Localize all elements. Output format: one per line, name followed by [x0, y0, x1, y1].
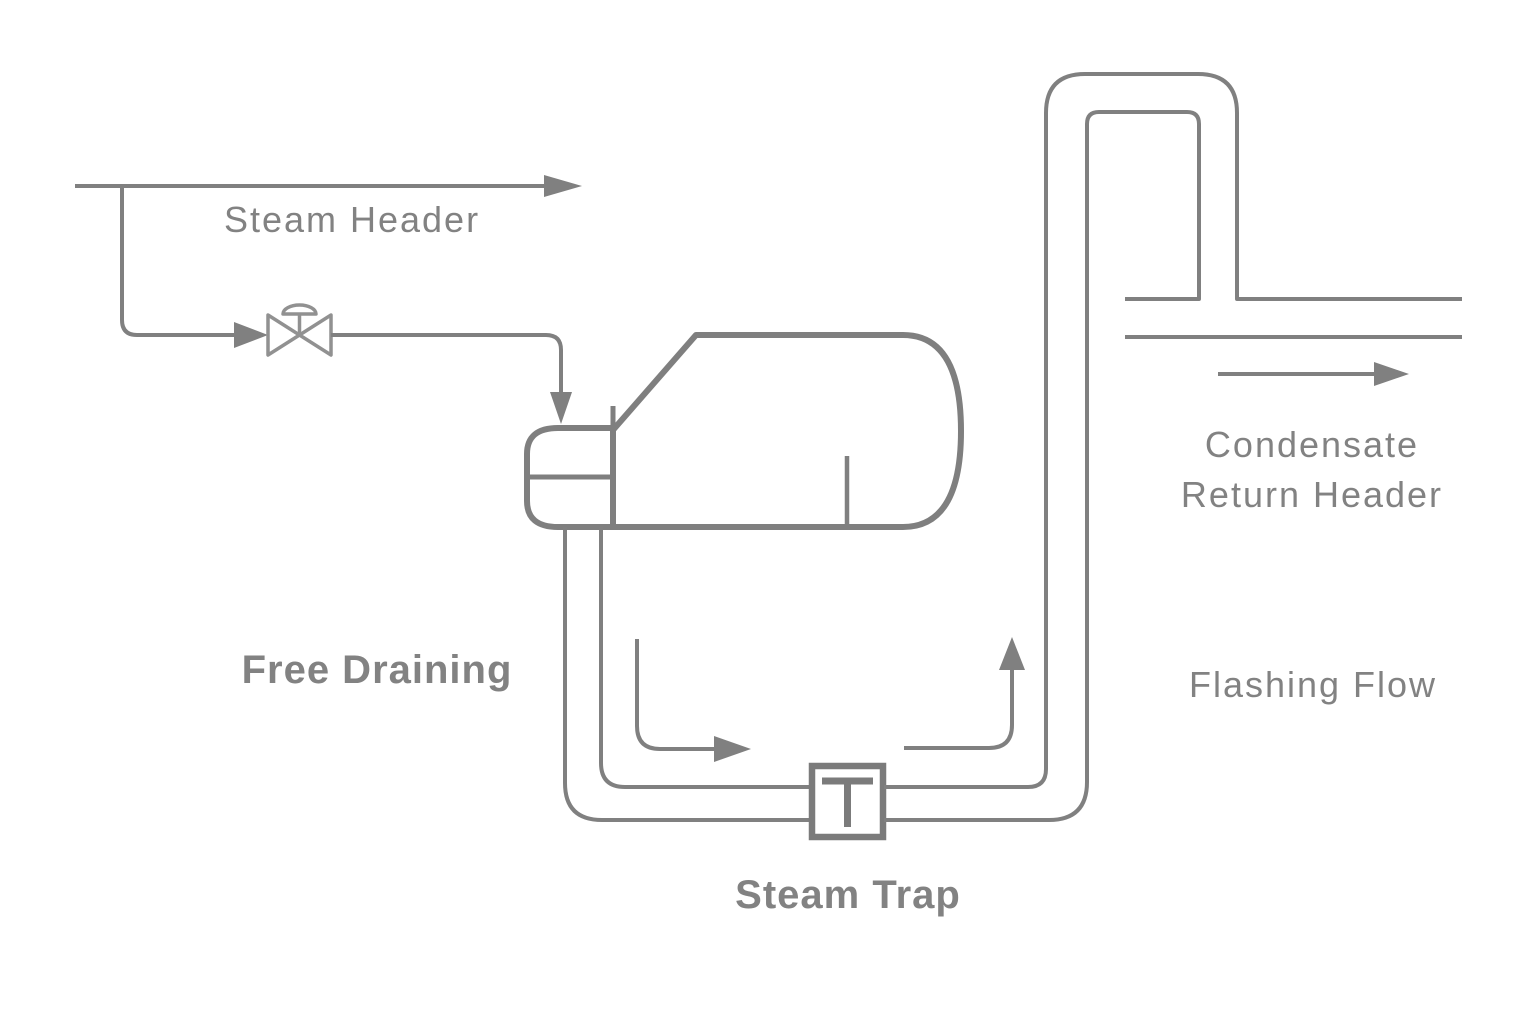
- drain-flow-arrow: [635, 639, 751, 762]
- steam-branch-pipe: [120, 188, 268, 348]
- condensate-downcomer-pipe: [563, 527, 814, 822]
- flow-arrow-right-icon: [544, 175, 582, 197]
- steam-trap-label: Steam Trap: [735, 873, 961, 917]
- vessel-shell: [610, 332, 964, 530]
- condensate-return-label-line1: Condensate: [1205, 424, 1419, 465]
- flow-arrow-down-icon: [550, 392, 572, 424]
- valve-dome: [281, 303, 318, 316]
- riser-flow-arrow: [904, 637, 1025, 750]
- drain-arrow-shaft: [635, 639, 714, 751]
- downcomer-outer-wall: [563, 527, 814, 822]
- condensate-return-label-line2: Return Header: [1181, 474, 1443, 515]
- steam-header-pipe: [75, 175, 582, 197]
- flow-arrow-right-icon: [714, 736, 751, 762]
- downcomer-inner-wall: [599, 527, 814, 789]
- heat-exchanger-vessel: [524, 332, 964, 530]
- free-draining-label: Free Draining: [242, 648, 513, 692]
- condensate-riser-pipe: [884, 72, 1462, 822]
- steam-trap-icon: [808, 762, 887, 841]
- riser-outer-contour: [884, 72, 1462, 789]
- valve-bowtie: [266, 313, 333, 357]
- flashing-flow-label: Flashing Flow: [1189, 664, 1437, 705]
- steam-header-label: Steam Header: [224, 199, 480, 240]
- flow-arrow-right-icon: [1374, 362, 1409, 386]
- globe-valve-icon: [266, 303, 333, 357]
- riser-inner-contour: [884, 110, 1201, 822]
- valve-outlet-line: [331, 333, 563, 392]
- riser-arrow-shaft: [904, 670, 1014, 750]
- flow-arrow-up-icon: [999, 637, 1025, 670]
- branch-line: [120, 188, 234, 337]
- valve-outlet-pipe: [331, 333, 572, 424]
- flow-arrow-right-icon: [234, 322, 268, 348]
- return-header-flow-arrow: [1218, 362, 1409, 386]
